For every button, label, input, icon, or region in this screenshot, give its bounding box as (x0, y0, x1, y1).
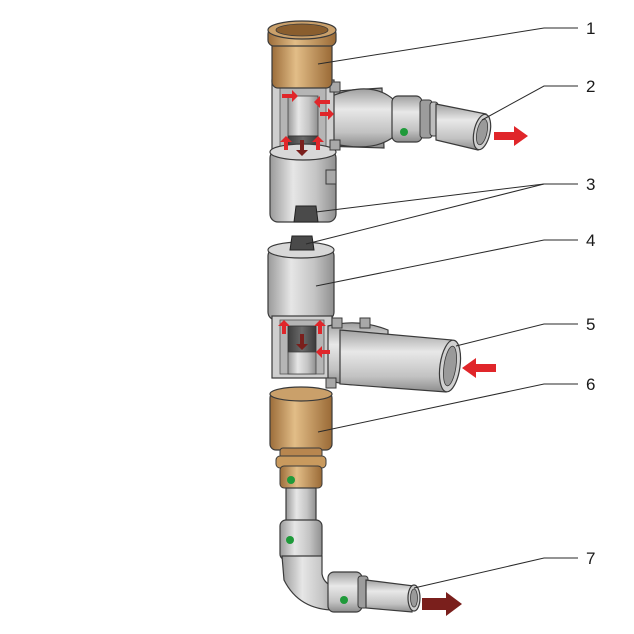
leader-5 (455, 323, 578, 347)
leader-2 (481, 85, 578, 121)
leader-4 (315, 239, 578, 287)
callout-5: 5 (586, 315, 595, 334)
leader-3a (315, 183, 578, 213)
leader-6 (317, 383, 578, 433)
press-indicator-dot (340, 596, 348, 604)
inlet-pipe (339, 329, 462, 393)
callout-6: 6 (586, 375, 595, 394)
callout-7: 7 (586, 549, 595, 568)
press-indicator-dot (400, 128, 408, 136)
elbow-outlet-pipe (365, 579, 421, 613)
leader-3b (305, 183, 545, 245)
callout-4: 4 (586, 231, 595, 250)
callout-1: 1 (586, 19, 595, 38)
leader-1 (317, 27, 578, 65)
brass-reducing-sleeve (267, 20, 337, 89)
leader-7 (413, 557, 578, 589)
upper-tee (269, 79, 439, 223)
press-indicator-dot (286, 536, 294, 544)
flow-arrows (278, 90, 528, 616)
bottom-outflow-arrow-icon (422, 592, 462, 616)
callout-3: 3 (586, 175, 595, 194)
elbow-assembly (279, 487, 369, 613)
inflow-arrow-icon (462, 358, 496, 378)
outflow-arrow-icon (494, 126, 528, 146)
callout-2: 2 (586, 77, 595, 96)
press-indicator-dot (287, 476, 295, 484)
brass-adapter (269, 386, 333, 489)
outlet-pipe (435, 103, 492, 151)
callout-leaders (305, 27, 578, 589)
callout-numbers: 1 2 3 4 5 6 7 (586, 19, 595, 568)
